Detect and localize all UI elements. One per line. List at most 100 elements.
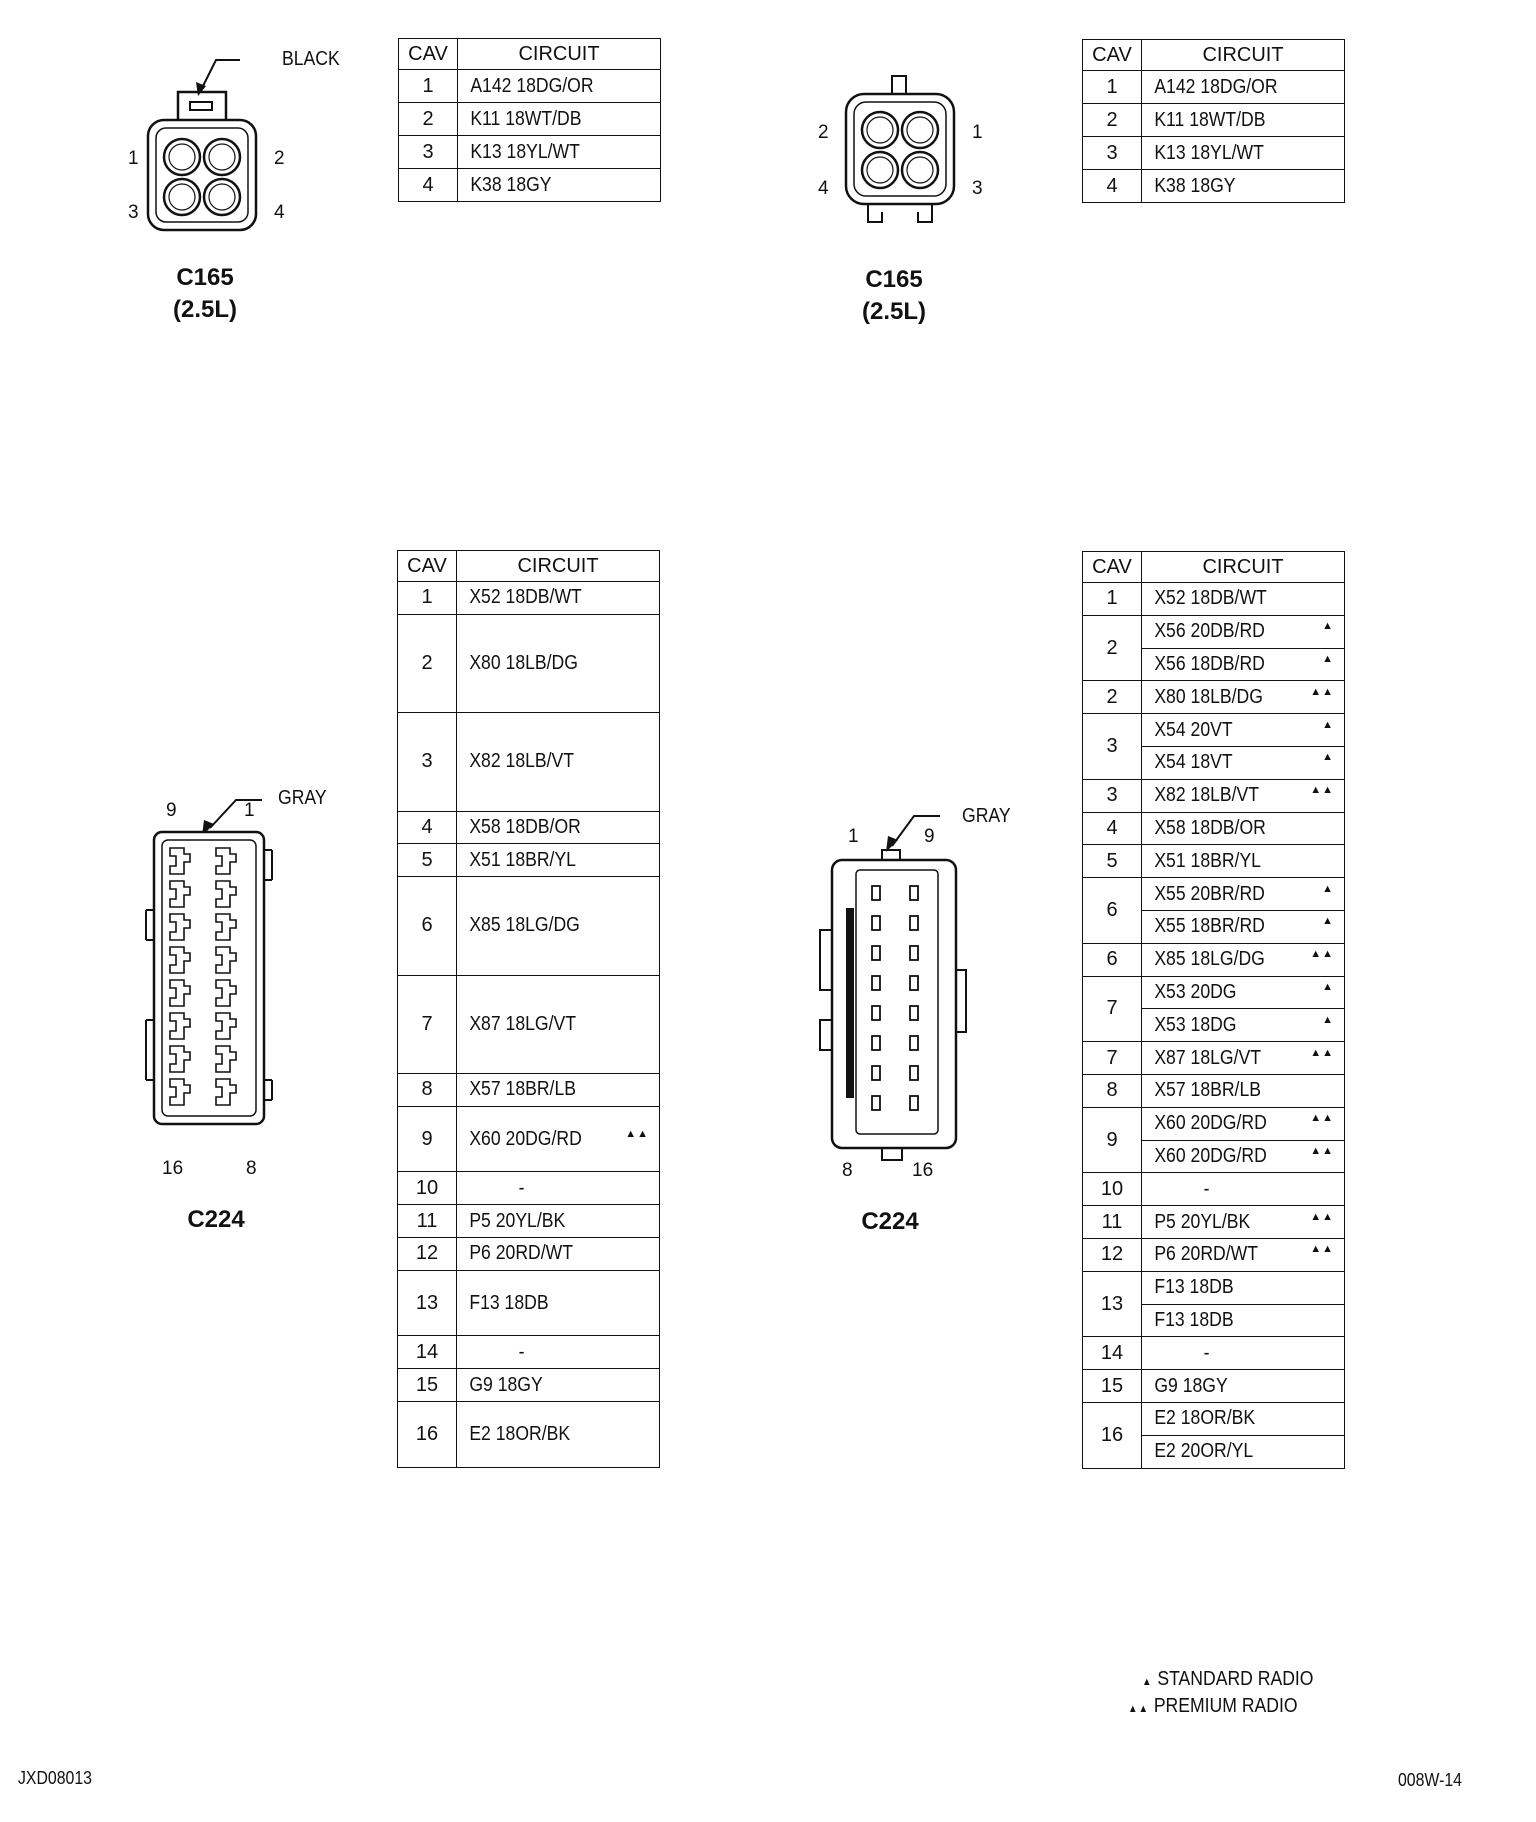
c224-right-cav-cell: 1 (1082, 582, 1142, 616)
cavity (169, 847, 191, 875)
c224-left-circuit-cell: E2 18OR/BK (456, 1400, 660, 1468)
c224-right-row: 10- (1082, 1172, 1345, 1207)
cavity (909, 1095, 919, 1111)
c224-right-circuit-cell-radio-mark: ▲ (1322, 652, 1334, 665)
cavity (871, 1095, 881, 1111)
cavity (169, 880, 191, 908)
c224-right-circuit-cell-radio-mark: ▲▲ (1310, 948, 1334, 961)
c224-left-cav-cell: 12 (397, 1236, 457, 1271)
c224-right-circuit-cell-radio-mark: ▲ (1322, 620, 1334, 633)
c165-right-circuit-cell: A142 18DG/OR (1141, 70, 1345, 104)
c224-left-circuit-cell: - (456, 1171, 660, 1206)
cavity (871, 1065, 881, 1081)
c224-right-circuit-cell: ▲▲P6 20RD/WT (1141, 1237, 1345, 1272)
c224-right-cav-cell: 14 (1082, 1336, 1142, 1371)
footer-left-code: JXD08013 (18, 1768, 92, 1788)
c224-right-row: 2▲X56 20DB/RD (1082, 614, 1345, 682)
c224-right-circuit-cell-radio-mark: ▲▲ (1310, 685, 1334, 698)
c224-right-cav-cell: 12 (1082, 1237, 1142, 1272)
c165-right-cav-cell: 3 (1082, 136, 1142, 170)
c165-right-header-cav: CAV (1082, 39, 1142, 71)
c224-left-row: 14- (397, 1335, 660, 1370)
cavity (909, 885, 919, 901)
c224-left-cav-cell: 10 (397, 1171, 457, 1206)
c165-right-pin-1: 1 (972, 122, 983, 143)
c165-right-header-circuit: CIRCUIT (1141, 39, 1345, 71)
c224-right-row: 6▲▲X85 18LG/DG (1082, 942, 1345, 977)
legend-standard-text: STANDARD RADIO (1157, 1668, 1314, 1690)
c224-left-cav-cell: 9 (397, 1105, 457, 1173)
c224-left-header-circuit: CIRCUIT (456, 550, 660, 582)
c224-left-circuit-cell: F13 18DB (456, 1269, 660, 1337)
c224-left-circuit-cell-radio-mark: ▲▲ (625, 1127, 649, 1140)
c224-right-pin-8: 8 (842, 1160, 853, 1181)
cavity (169, 1045, 191, 1073)
legend-premium-mark: ▲▲ (1128, 1703, 1149, 1715)
c224-left-connector-drawing (145, 799, 273, 1126)
c224-right-circuit-cell-radio-mark: ▲▲ (1310, 1112, 1334, 1125)
c224-left-row: 9▲▲X60 20DG/RD (397, 1105, 660, 1173)
c224-right-cav-cell: 13 (1082, 1270, 1142, 1338)
cavity (215, 946, 237, 974)
c224-right-cav-cell: 2 (1082, 680, 1142, 715)
c224-right-cav-cell: 7 (1082, 1041, 1142, 1075)
c224-left-circuit-cell: G9 18GY (456, 1368, 660, 1402)
cavity (215, 979, 237, 1007)
c224-right-circuit-cell: F13 18DB (1141, 1270, 1345, 1305)
c224-right-cav-cell: 11 (1082, 1205, 1142, 1239)
cavity (169, 1078, 191, 1106)
c224-right-header-circuit: CIRCUIT (1141, 551, 1345, 583)
cavity (909, 975, 919, 991)
cavity (215, 1012, 237, 1040)
c165-left-cav-cell: 2 (398, 102, 458, 136)
c224-left-cavities (169, 847, 237, 1106)
c224-right-row: ▲X56 18DB/RD (1083, 647, 1345, 682)
c224-right-row: 9▲▲X60 20DG/RD (1082, 1106, 1345, 1174)
c224-right-cav-cell: 6 (1082, 942, 1142, 977)
c224-right-circuit-cell-radio-mark: ▲▲ (1310, 1046, 1334, 1059)
c224-right-circuit-cell-radio-mark: ▲ (1322, 751, 1334, 764)
c165-left-subname: (2.5L) (172, 296, 237, 323)
c165-left-header-circuit: CIRCUIT (457, 38, 661, 70)
cavity (871, 945, 881, 961)
c165-left-circuit-cell: K38 18GY (457, 168, 661, 202)
c224-left-pin-8: 8 (246, 1158, 257, 1179)
cavity (215, 1045, 237, 1073)
c224-right-row: 12▲▲P6 20RD/WT (1082, 1237, 1345, 1272)
c165-left-cav-cell: 3 (398, 135, 458, 169)
c165-left-circuit-cell: K11 18WT/DB (457, 102, 661, 136)
c224-left-cav-cell: 16 (397, 1400, 457, 1468)
c224-right-circuit-cell: ▲▲X85 18LG/DG (1141, 942, 1345, 977)
c165-left-color-label: BLACK (282, 48, 340, 70)
cavity (215, 847, 237, 875)
c224-right-circuit-cell-radio-mark: ▲▲ (1310, 1144, 1334, 1157)
c224-left-circuit-cell: X87 18LG/VT (456, 974, 660, 1074)
c224-left-cav-cell: 13 (397, 1269, 457, 1337)
cavity (871, 1035, 881, 1051)
cavity (215, 913, 237, 941)
legend-standard-mark: ▲ (1142, 1676, 1153, 1688)
c224-right-circuit-cell: ▲X54 20VT (1141, 713, 1345, 747)
c224-left-circuit-cell: X57 18BR/LB (456, 1072, 660, 1107)
c224-right-circuit-cell: ▲X53 20DG (1141, 975, 1345, 1010)
c224-right-circuit-cell: E2 20OR/YL (1141, 1434, 1345, 1469)
c224-right-row: 7▲X53 20DG (1082, 975, 1345, 1043)
c224-right-row: ▲X54 18VT (1083, 745, 1345, 780)
c224-right-name: C224 (861, 1208, 919, 1235)
